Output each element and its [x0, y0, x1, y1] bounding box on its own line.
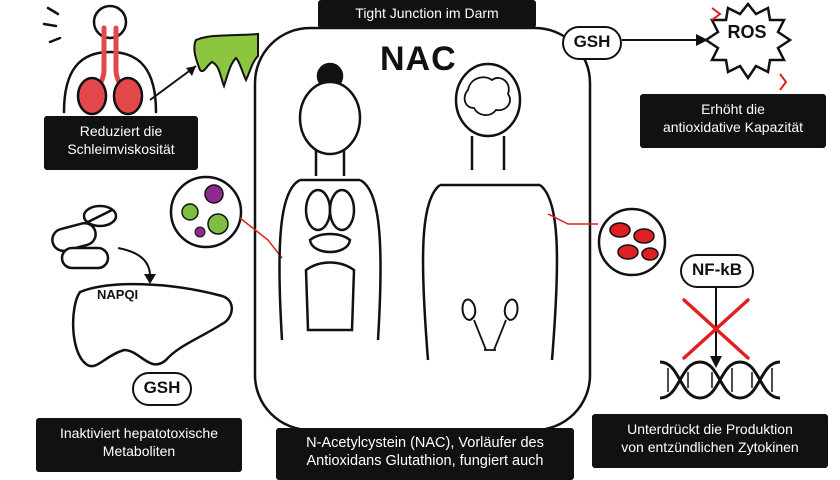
man-brain-kidney-icon	[421, 62, 559, 361]
tight-junction-label: Tight Junction im Darm	[318, 0, 536, 28]
cytokines-line-2: von entzündlichen Zytokinen	[621, 439, 799, 455]
nac-title: NAC	[380, 40, 457, 78]
antioxidant-line-1: Erhöht die	[701, 101, 765, 117]
cross-icon	[682, 298, 750, 360]
dna-icon	[659, 360, 781, 400]
cytokines-line-1: Unterdrückt die Produktion	[627, 421, 793, 437]
virus-icon	[169, 175, 243, 249]
pills-icon	[51, 204, 118, 270]
gsh-top-pill: GSH	[562, 26, 622, 60]
mucus-label: Reduziert die Schleimviskosität	[44, 116, 198, 170]
ros-label: ROS	[727, 22, 767, 42]
mucus-icon	[193, 32, 259, 89]
nac-body-frame	[253, 26, 592, 432]
nfkb-pill: NF-kB	[680, 254, 754, 288]
human-respiratory-icon	[42, 4, 158, 116]
mucus-line-1: Reduziert die	[79, 123, 163, 139]
blood-cells-icon	[597, 207, 667, 277]
nac-description-label: N-Acetylcystein (NAC), Vorläufer des Ant…	[276, 428, 574, 480]
napqi-label: NAPQI	[97, 287, 139, 302]
nac-description-line-2: Antioxidans Glutathion, fungiert auch	[306, 453, 544, 469]
nac-description-line-1: N-Acetylcystein (NAC), Vorläufer des	[306, 435, 544, 451]
cytokines-label: Unterdrückt die Produktion von entzündli…	[592, 414, 828, 468]
liver-line-2: Metaboliten	[102, 443, 176, 459]
mucus-line-2: Schleimviskosität	[67, 141, 175, 157]
liver-label: Inaktiviert hepatotoxische Metaboliten	[36, 418, 242, 472]
antioxidant-label: Erhöht die antioxidative Kapazität	[640, 94, 826, 148]
gsh-liver-pill: GSH	[132, 372, 192, 406]
liver-line-1: Inaktiviert hepatotoxische	[60, 425, 218, 441]
tight-junction-text: Tight Junction im Darm	[355, 5, 499, 21]
liver-icon	[71, 282, 233, 368]
woman-organs-icon	[278, 62, 382, 341]
antioxidant-line-2: antioxidative Kapazität	[662, 119, 804, 135]
